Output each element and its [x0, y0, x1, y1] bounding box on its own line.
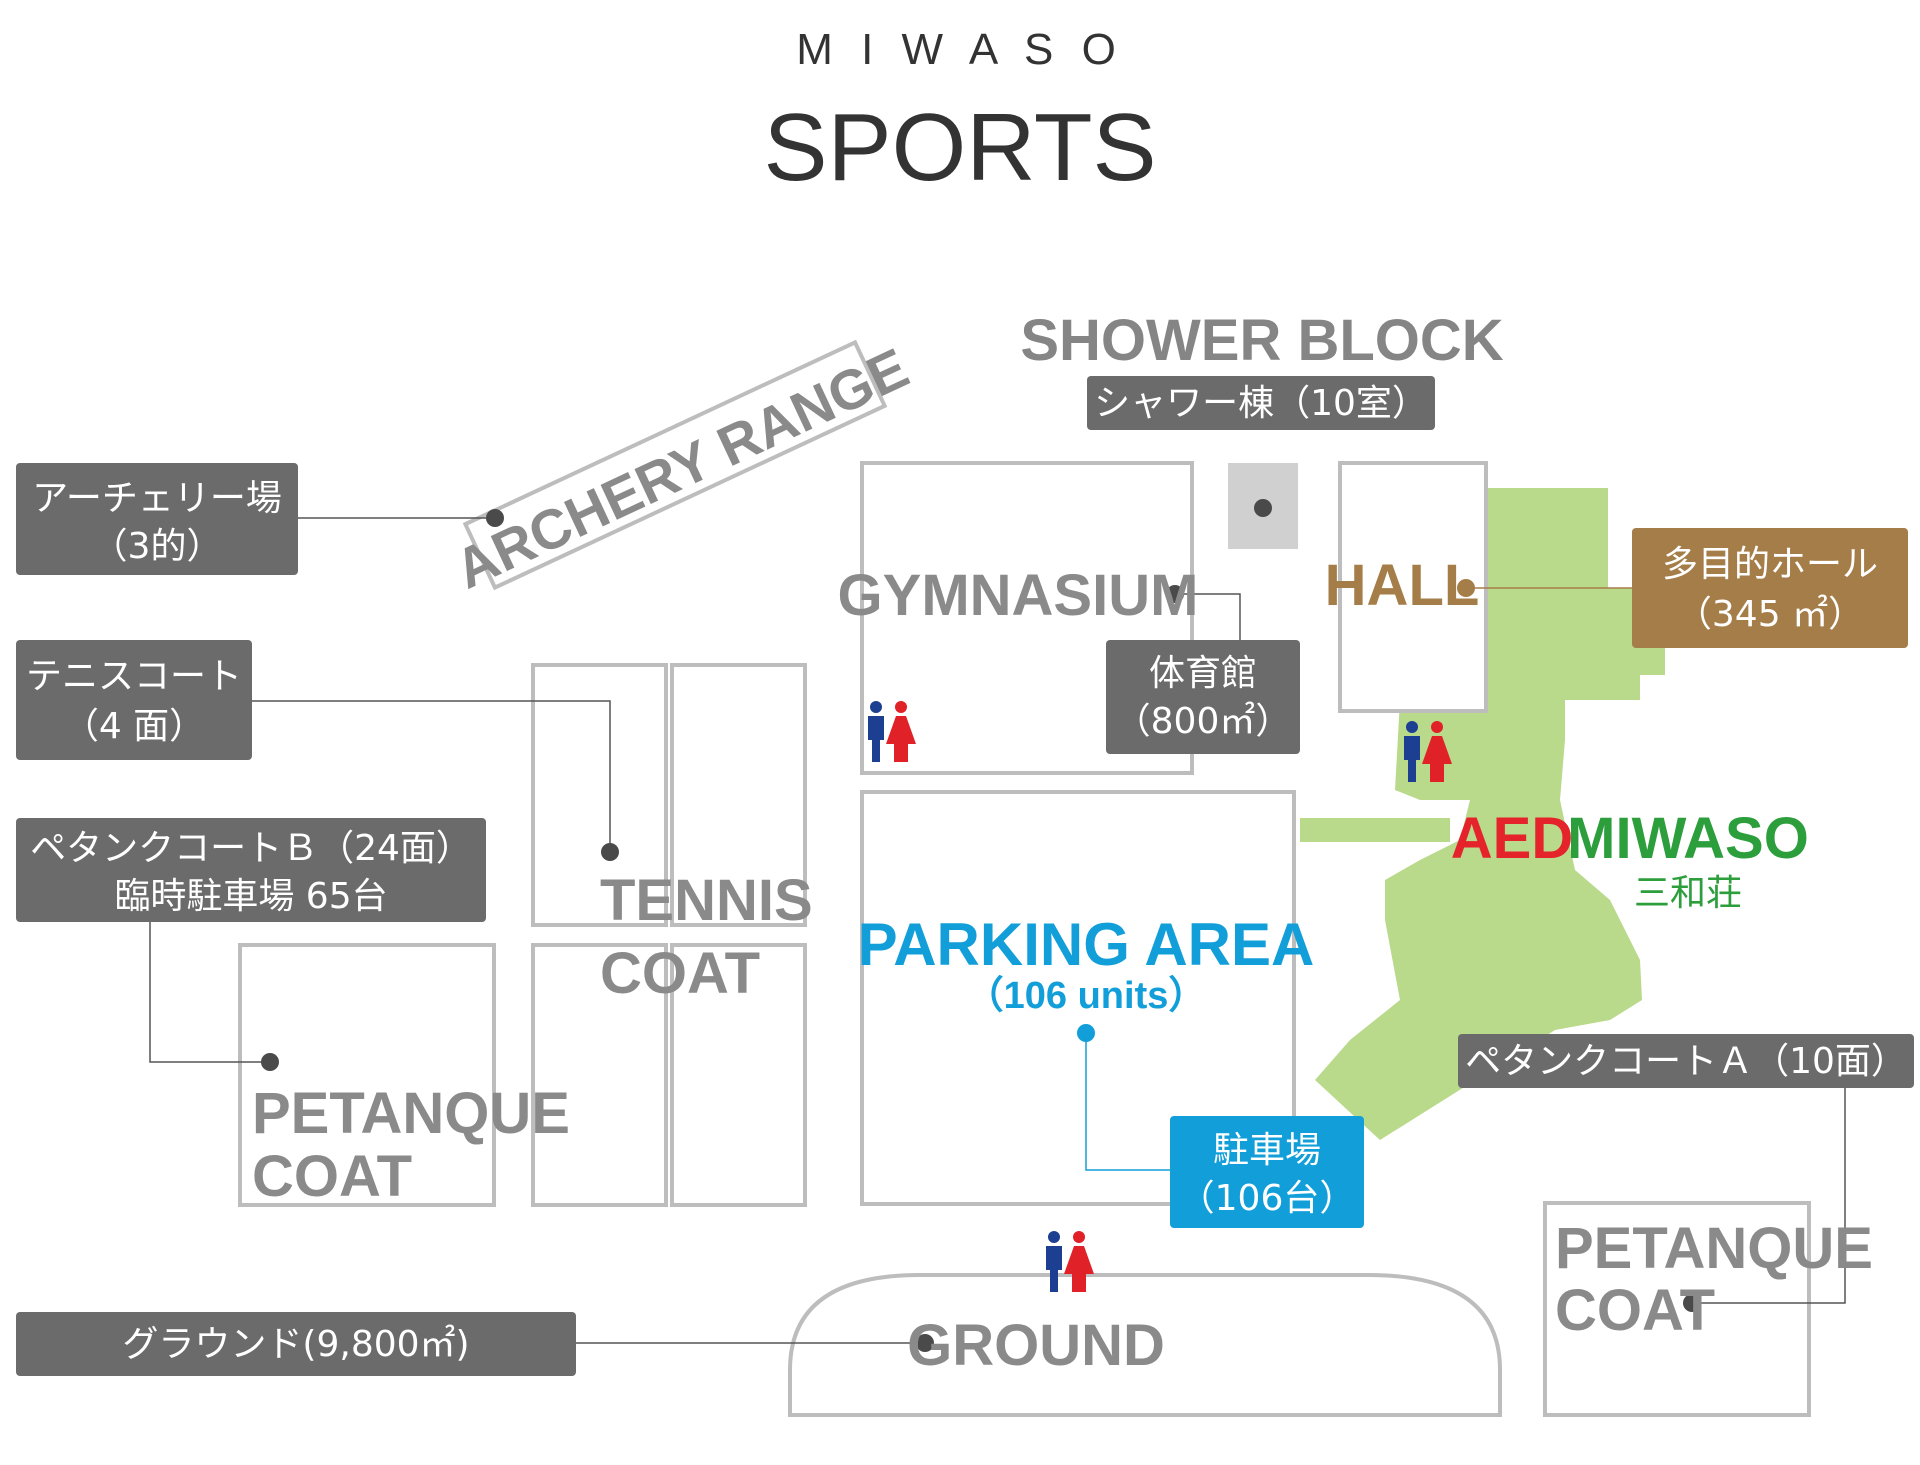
tennis-jp-line1: テニスコート	[26, 656, 242, 697]
petanque-a-leader	[1692, 1088, 1846, 1304]
shower-callout	[1087, 376, 1435, 430]
pin-dot-icon	[1457, 579, 1475, 597]
pin-dot-icon	[916, 1334, 934, 1352]
tennis-callout	[16, 640, 252, 760]
tennis-jp-line2: （4 面）	[63, 706, 205, 747]
tennis-leader	[252, 700, 611, 852]
tennis-court-1	[531, 663, 668, 927]
ground-callout	[16, 1312, 576, 1376]
parking-leader	[1085, 1033, 1170, 1171]
parking-jp-line1: 駐車場	[1213, 1130, 1321, 1171]
gymnasium-callout	[1106, 640, 1300, 754]
petanque-b-jp-line2: 臨時駐車場 65台	[114, 876, 387, 917]
petanque-a-label-line1: PETANQUE	[1555, 1216, 1873, 1281]
petanque-b-label-line1: PETANQUE	[252, 1081, 570, 1146]
restroom-icon	[1404, 721, 1452, 782]
miwaso-label: MIWASO	[1567, 806, 1809, 871]
hall-callout	[1632, 528, 1908, 648]
petanque-b-leader	[149, 922, 270, 1063]
ground-label: GROUND	[907, 1313, 1165, 1378]
archery-callout	[16, 463, 298, 575]
parking-area-label: PARKING AREA	[858, 911, 1315, 978]
parking-area-outline	[860, 790, 1296, 1206]
shower-block-label: SHOWER BLOCK	[1020, 308, 1503, 373]
pin-dot-icon	[261, 1053, 279, 1071]
pin-dot-icon	[1077, 1024, 1095, 1042]
archery-range-label: ARCHERY RANGE	[445, 336, 917, 601]
pin-dot-icon	[1683, 1294, 1701, 1312]
gymnasium-jp-line2: （800㎡）	[1115, 700, 1292, 742]
hall-label: HALL	[1325, 553, 1480, 618]
restroom-icon	[1046, 1231, 1094, 1292]
parking-jp-line2: （106台）	[1179, 1178, 1356, 1219]
petanque-b-label-line2: COAT	[252, 1144, 412, 1209]
miwaso-green-area	[1315, 488, 1665, 1140]
pin-dot-icon	[1254, 499, 1272, 517]
petanque-a-outline	[1543, 1201, 1811, 1417]
archery-jp-line1: アーチェリー場	[32, 478, 282, 519]
pin-dot-icon	[601, 843, 619, 861]
petanque-b-jp-line1: ペタンクコートＢ（24面）	[30, 828, 472, 869]
page-title: SPORTS	[764, 94, 1157, 201]
tennis-court-4	[670, 943, 807, 1207]
brand-text: M I W A S O	[796, 25, 1124, 74]
tennis-label-line1: TENNIS	[600, 868, 813, 933]
tennis-court-3	[531, 943, 668, 1207]
shower-jp: シャワー棟（10室）	[1094, 383, 1428, 424]
parking-units-label: （106 units）	[966, 975, 1207, 1017]
tennis-court-2	[670, 663, 807, 927]
ground-outline	[788, 1273, 1502, 1417]
petanque-b-callout	[16, 818, 486, 922]
ground-jp: グラウンド(9,800㎡)	[122, 1323, 469, 1365]
path-dashes	[1355, 813, 1440, 847]
gymnasium-jp-line1: 体育館	[1149, 653, 1257, 694]
petanque-a-callout	[1458, 1034, 1914, 1088]
gymnasium-label: GYMNASIUM	[838, 563, 1199, 628]
miwaso-jp-label: 三和荘	[1634, 873, 1742, 914]
parking-callout	[1170, 1116, 1364, 1228]
gymnasium-leader	[1175, 593, 1241, 640]
hall-jp-line1: 多目的ホール	[1662, 544, 1878, 585]
aed-label: AED	[1451, 806, 1573, 871]
archery-jp-line2: （3的）	[92, 526, 223, 567]
restroom-icon	[868, 701, 916, 762]
petanque-a-label-line2: COAT	[1555, 1278, 1715, 1343]
hall-jp-line2: （345 ㎡）	[1676, 593, 1864, 635]
petanque-a-jp: ペタンクコートＡ（10面）	[1465, 1041, 1907, 1082]
pin-dot-icon	[486, 509, 504, 527]
gymnasium-outline	[860, 461, 1194, 775]
tennis-label-line2: COAT	[600, 941, 760, 1006]
petanque-b-outline	[238, 943, 496, 1207]
pin-dot-icon	[1166, 585, 1184, 603]
miwaso-path	[1300, 818, 1450, 842]
archery-range-outline	[462, 339, 888, 591]
